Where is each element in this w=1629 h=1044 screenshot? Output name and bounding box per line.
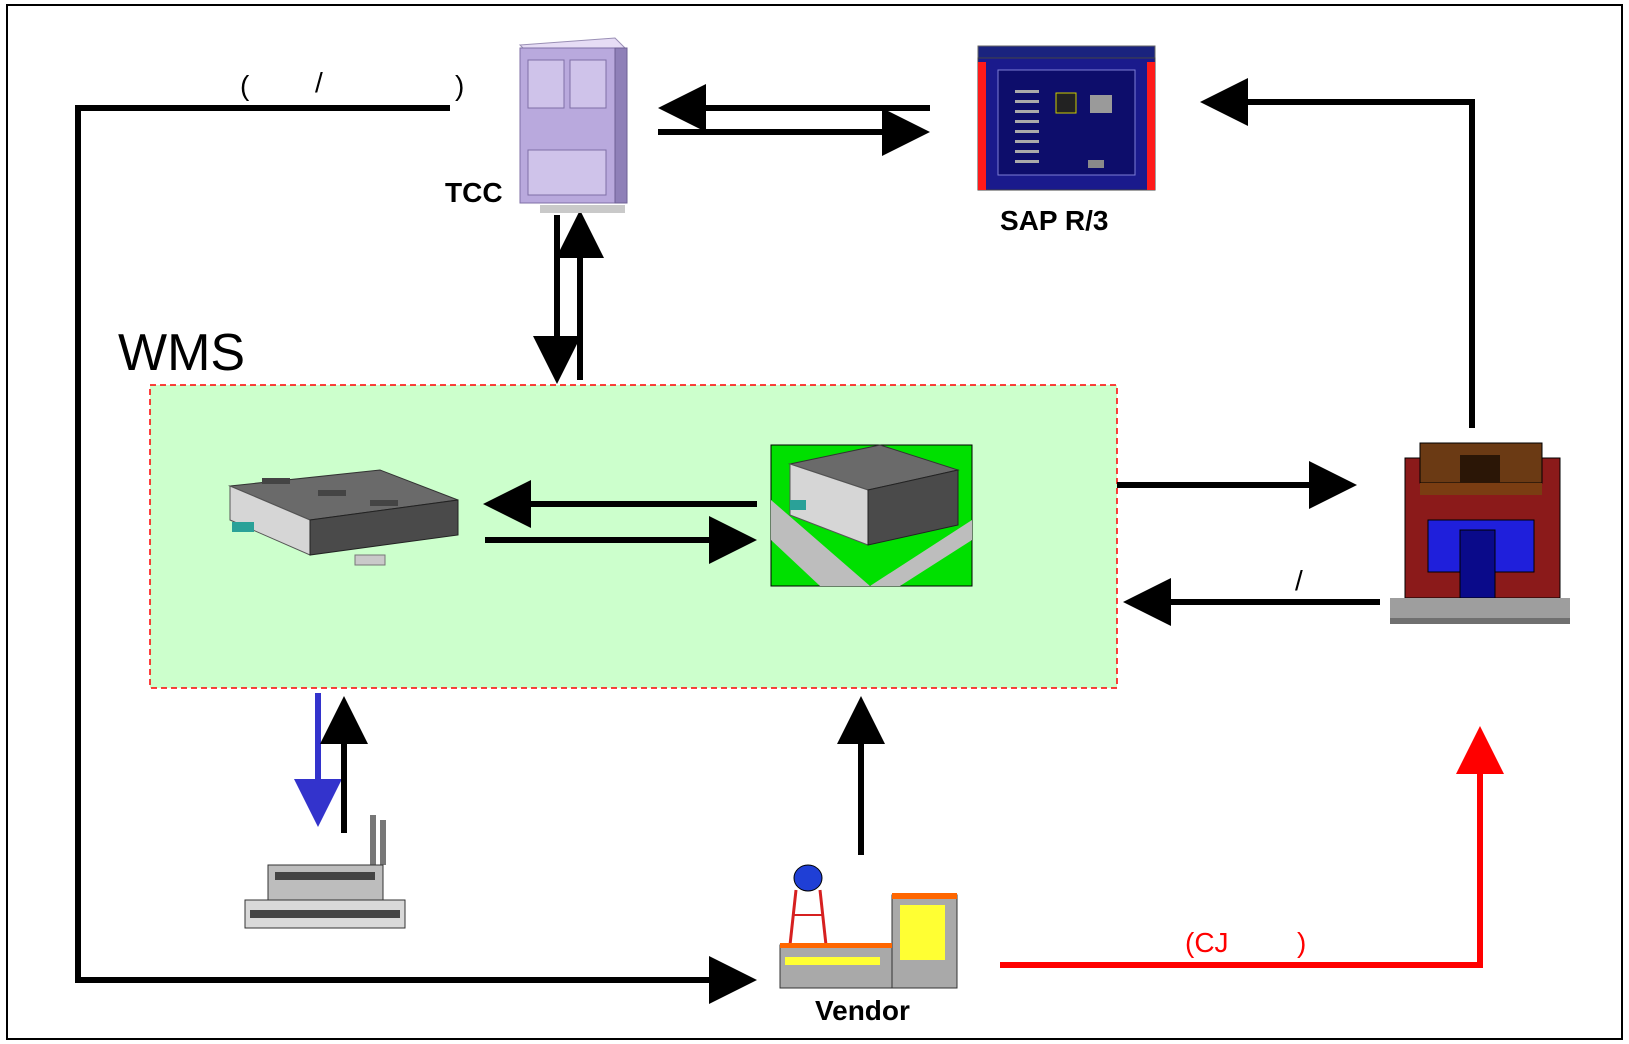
warehouse-aerial-icon	[770, 444, 973, 587]
arrow-tcc-to-vendor	[75, 105, 757, 1004]
tcc-label: TCC	[445, 177, 503, 208]
retail-store-icon	[1390, 442, 1570, 624]
annotation-paren-close: )	[455, 70, 464, 101]
annotation-slash: /	[315, 67, 323, 98]
arrow-store-to-sap	[1200, 78, 1475, 428]
sap-mainframe-icon	[977, 45, 1156, 191]
diagram-frame	[6, 4, 1623, 1040]
annotation-paren-open: (	[240, 70, 250, 101]
vendor-plant-icon	[779, 864, 958, 989]
server-tower-icon	[518, 37, 628, 213]
warehouse-icon	[228, 469, 459, 566]
arrow-vendor-to-store	[1000, 726, 1504, 968]
annotation-cj-open: (CJ	[1185, 927, 1229, 958]
vendor-label: Vendor	[815, 995, 910, 1026]
factory-icon	[244, 815, 406, 929]
wms-label: WMS	[118, 324, 245, 382]
annotation-cj-close: )	[1297, 927, 1306, 958]
annotation-store-slash: /	[1295, 565, 1303, 596]
sap-label: SAP R/3	[1000, 205, 1108, 236]
